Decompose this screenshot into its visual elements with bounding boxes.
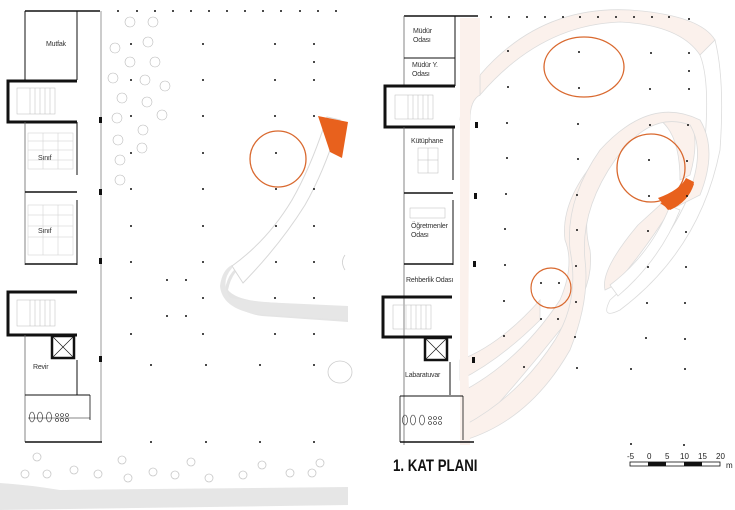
room-label-line: Odası (411, 232, 429, 239)
column-grid-right (490, 16, 690, 446)
room-label-line: Öğretmenler (411, 223, 448, 230)
scale-tick: 5 (665, 452, 670, 461)
room-label-revir: Revir (33, 364, 49, 371)
room-label-sinif-1: Sınıf (38, 155, 52, 162)
room-label-line: Odası (413, 37, 431, 44)
scale-tick: 20 (716, 452, 725, 461)
left-building (6, 10, 102, 443)
room-label-mudur-y-odasi: Müdür Y. Odası (412, 61, 438, 79)
scale-bar (629, 461, 721, 467)
orange-ring (543, 36, 625, 98)
plan-title: 1. KAT PLANI (393, 456, 478, 475)
room-label-rehberlik-odasi: Rehberlik Odası (406, 277, 454, 284)
scale-tick: -5 (627, 452, 635, 461)
orange-ring (530, 267, 572, 309)
scale-tick: 15 (698, 452, 707, 461)
room-label-ogretmenler-odasi: Öğretmenler Odası (411, 222, 448, 240)
room-label-labaratuvar: Labaratuvar (405, 372, 441, 379)
scale-tick: 0 (647, 452, 652, 461)
trees (107, 16, 171, 186)
column-grid-left (117, 10, 337, 443)
scale-unit: m (726, 461, 733, 470)
orange-ring (249, 130, 307, 188)
orange-accent (318, 116, 348, 158)
orange-ring (616, 133, 686, 203)
room-label-line: Müdür Y. (412, 62, 438, 69)
right-building (381, 15, 478, 445)
room-label-mutfak: Mutfak (46, 41, 66, 48)
room-label-sinif-2: Sınıf (38, 228, 52, 235)
curved-walkway (231, 116, 341, 284)
scale-tick: 10 (680, 452, 689, 461)
ground-path (0, 483, 348, 510)
room-label-kutuphane: Kütüphane (411, 138, 444, 145)
garden-path (459, 9, 723, 441)
room-label-line: Odası (412, 71, 430, 78)
room-label-mudur-odasi: Müdür Odası (413, 27, 432, 45)
room-label-line: Müdür (413, 28, 432, 35)
walkway-gray (220, 265, 348, 320)
